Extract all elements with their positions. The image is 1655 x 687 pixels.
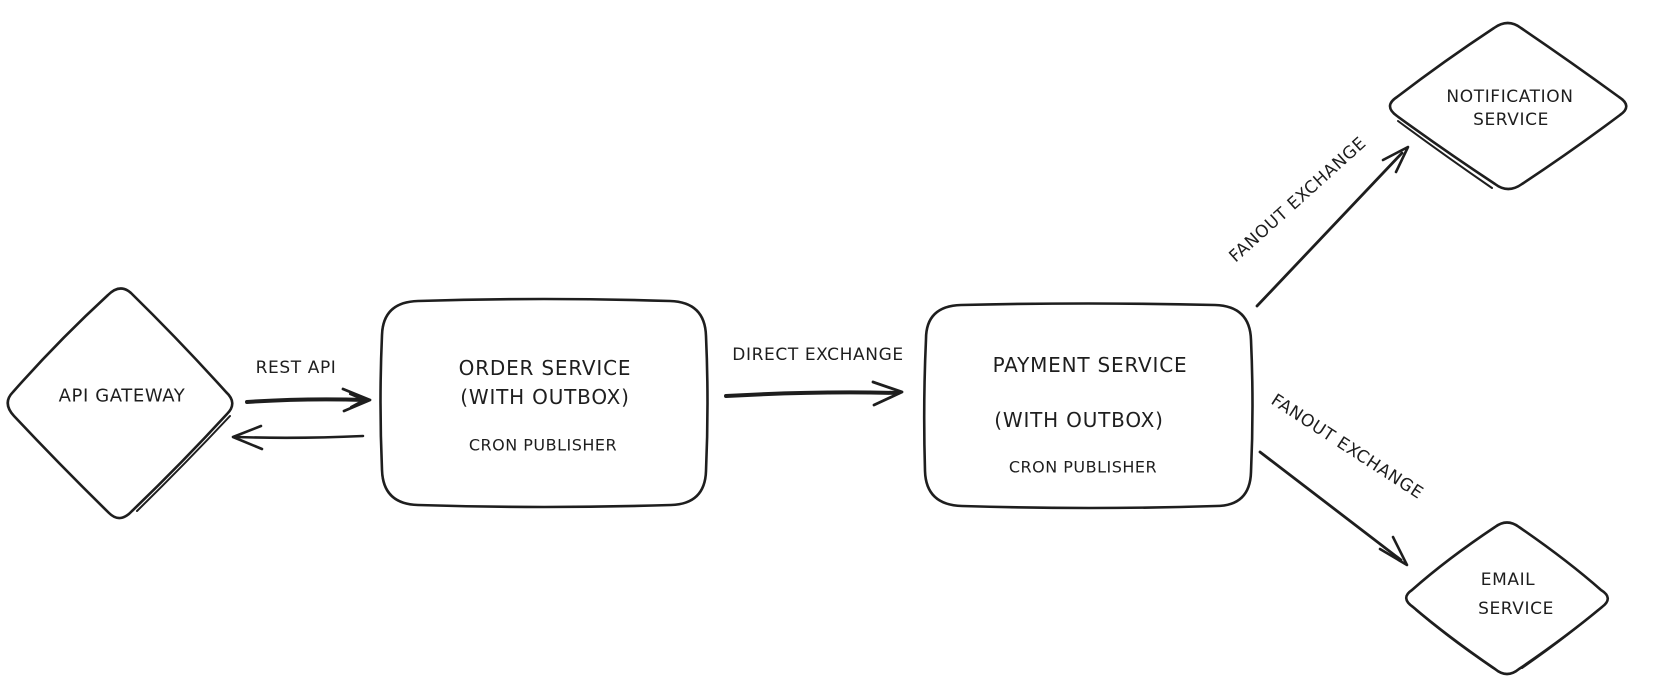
notification-service-accent-stroke [1397, 120, 1493, 189]
fanout-email-arrow [1258, 450, 1403, 562]
email-service-label-line2: SERVICE [1478, 599, 1554, 619]
direct-exchange-edge-label: DIRECT EXCHANGE [732, 345, 904, 365]
email-service-accent-stroke-right [1521, 609, 1599, 669]
fanout-notification-arrowhead [1381, 145, 1410, 174]
rest-api-edge-label: REST API [255, 358, 337, 378]
payment-service-shape [922, 302, 1254, 510]
payment-service-subtitle: (WITH OUTBOX) [994, 408, 1164, 432]
api-gateway-shape [6, 287, 234, 520]
payment-service-title: PAYMENT SERVICE [992, 353, 1188, 377]
rest-api-arrowhead-forward-inner [348, 392, 366, 409]
email-service-label-line1: EMAIL [1480, 570, 1536, 590]
payment-service-note: CRON PUBLISHER [1008, 457, 1158, 477]
order-service-title: ORDER SERVICE [458, 356, 632, 380]
direct-exchange-arrowhead [871, 380, 904, 407]
rest-api-arrowhead-return [231, 424, 264, 451]
rest-api-arrow-return [234, 434, 365, 440]
notification-service-label-line1: NOTIFICATION [1446, 87, 1574, 107]
order-service-shape [379, 297, 709, 509]
direct-exchange-arrow [724, 390, 900, 398]
order-service-subtitle: (WITH OUTBOX) [460, 385, 630, 409]
notification-service-shape [1388, 21, 1628, 191]
fanout-email-arrowhead [1378, 535, 1409, 567]
email-service-accent-stroke-left [1415, 609, 1494, 669]
rest-api-arrow-forward [245, 397, 367, 404]
fanout-notification-arrow [1255, 151, 1404, 308]
notification-service-label-line2: SERVICE [1473, 110, 1549, 130]
order-service-note: CRON PUBLISHER [468, 435, 618, 455]
api-gateway-label: API GATEWAY [58, 385, 186, 407]
api-gateway-accent-stroke [136, 415, 231, 512]
